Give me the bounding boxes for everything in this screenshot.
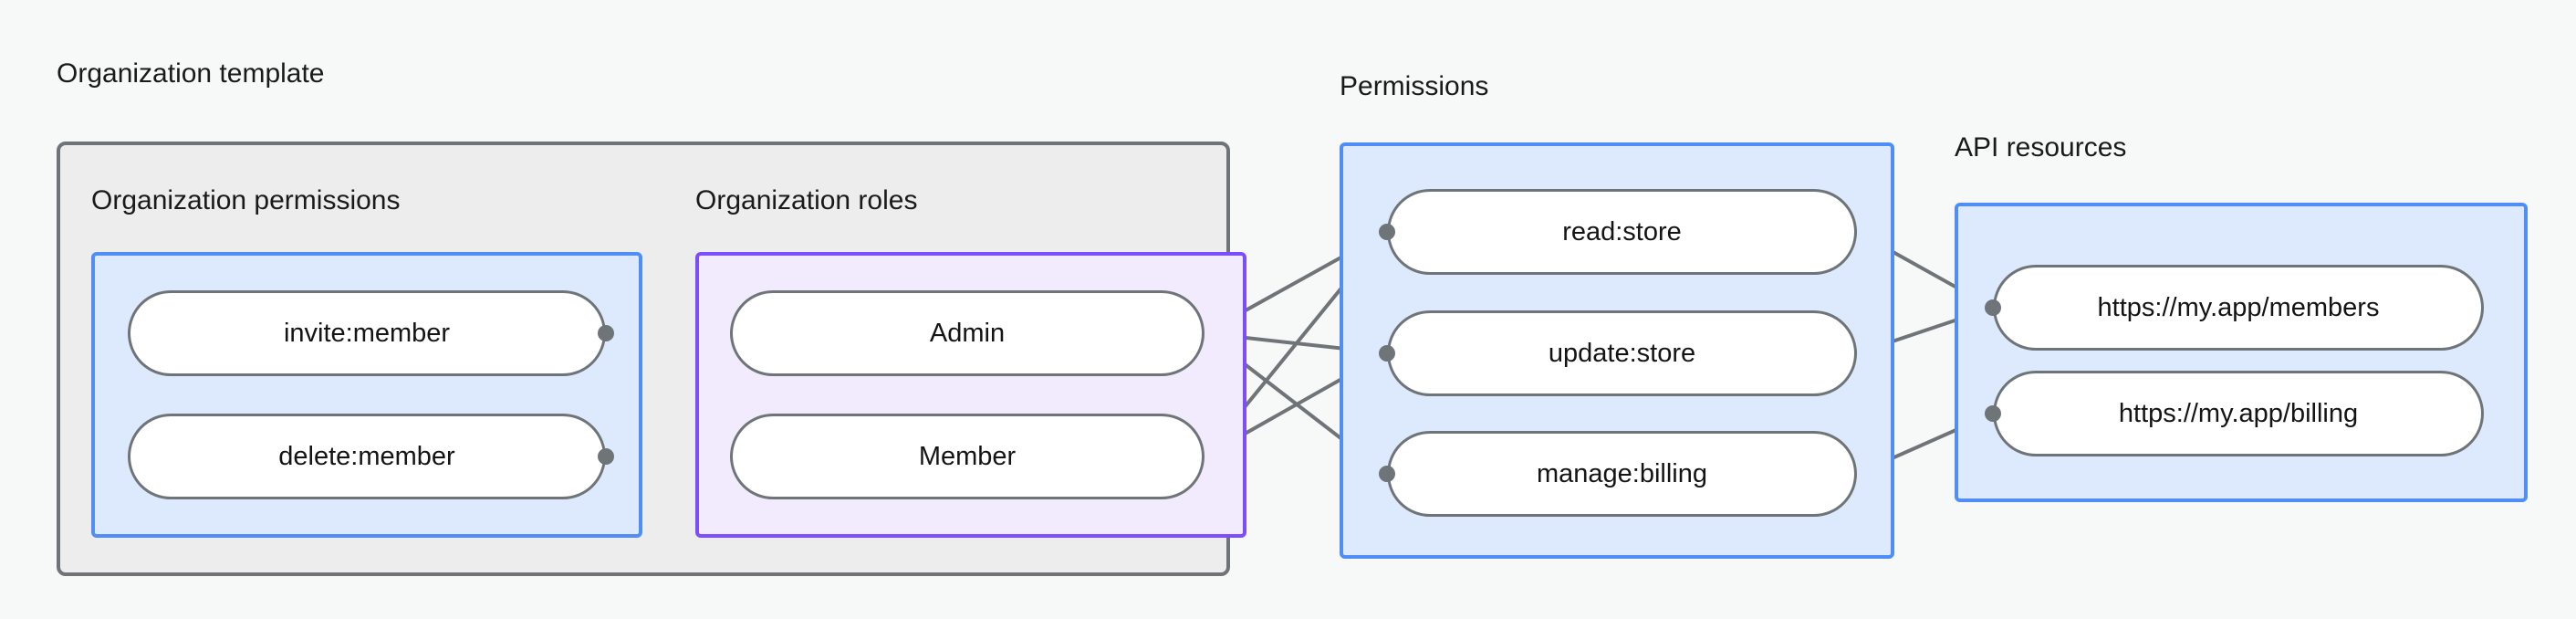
node-api-resource-members[interactable]: https://my.app/members: [1993, 265, 2484, 351]
organization-roles-title: Organization roles: [695, 185, 918, 215]
node-delete-member[interactable]: delete:member: [128, 414, 606, 499]
node-role-member[interactable]: Member: [730, 414, 1205, 499]
node-permission-read-store[interactable]: read:store: [1387, 189, 1857, 275]
node-delete-member-label: delete:member: [278, 441, 455, 471]
connector-dot-invite-member: [598, 325, 614, 341]
organization-template-title: Organization template: [57, 58, 325, 89]
connector-dot-manage-billing: [1379, 466, 1395, 482]
node-invite-member[interactable]: invite:member: [128, 290, 606, 376]
node-invite-member-label: invite:member: [283, 318, 451, 348]
node-permission-manage-billing-label: manage:billing: [1536, 458, 1707, 488]
permissions-title: Permissions: [1340, 71, 1489, 101]
api-resources-box: [1955, 203, 2528, 502]
connector-dot-delete-member: [598, 448, 614, 465]
node-permission-update-store-label: update:store: [1548, 338, 1696, 368]
node-permission-manage-billing[interactable]: manage:billing: [1387, 431, 1857, 517]
api-resources-title: API resources: [1955, 132, 2127, 163]
node-role-admin-label: Admin: [929, 318, 1006, 348]
connector-dot-read-store: [1379, 224, 1395, 240]
node-role-member-label: Member: [918, 441, 1017, 471]
node-permission-read-store-label: read:store: [1562, 216, 1682, 247]
organization-permissions-title: Organization permissions: [91, 185, 401, 215]
node-role-admin[interactable]: Admin: [730, 290, 1205, 376]
node-api-resource-billing-label: https://my.app/billing: [2118, 398, 2359, 428]
node-api-resource-members-label: https://my.app/members: [2097, 292, 2380, 322]
connector-dot-update-store: [1379, 345, 1395, 362]
connector-dot-api-billing: [1985, 405, 2001, 422]
connector-dot-api-members: [1985, 299, 2001, 316]
node-permission-update-store[interactable]: update:store: [1387, 310, 1857, 396]
node-api-resource-billing[interactable]: https://my.app/billing: [1993, 371, 2484, 456]
